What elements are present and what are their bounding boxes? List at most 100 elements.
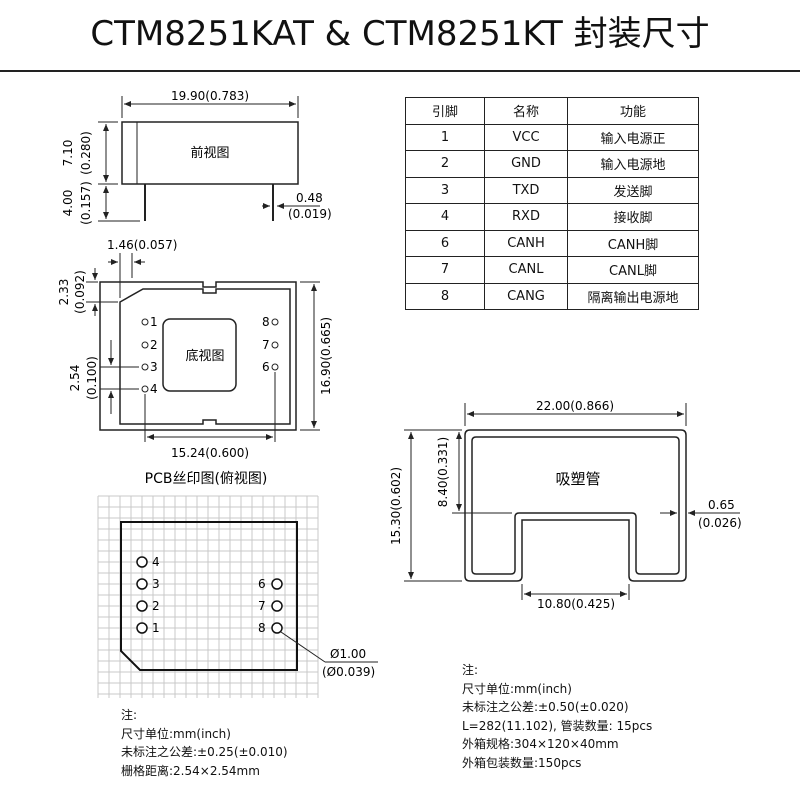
bottom-view <box>86 253 320 442</box>
wall-dim-mm: 0.65 <box>708 498 735 512</box>
bottom-pin-label-6: 6 <box>262 360 270 374</box>
header-function: 功能 <box>567 97 699 125</box>
pcb-view-label: PCB丝印图(俯视图) <box>145 471 268 487</box>
tube-dimensions <box>404 403 740 600</box>
note-line: 未标注之公差:±0.50(±0.020) <box>462 700 629 714</box>
bottom-pin-label-8: 8 <box>262 315 270 329</box>
pin-dia-mm: 0.48 <box>296 191 323 205</box>
header-pin: 引脚 <box>405 97 485 125</box>
pin-function: 隔离输出电源地 <box>567 282 699 310</box>
pin-function: 输入电源地 <box>567 150 699 178</box>
bottom-pin-1 <box>141 318 149 326</box>
note-line: 尺寸单位:mm(inch) <box>462 681 572 696</box>
table-row: 8 CANG 隔离输出电源地 <box>405 282 699 310</box>
pcb-pin-8 <box>271 622 283 634</box>
bottom-span-dim: 15.24(0.600) <box>171 446 249 460</box>
front-view <box>98 96 320 222</box>
slot-dim: 10.80(0.425) <box>537 597 615 611</box>
pcb-pin-3 <box>136 578 148 590</box>
table-row: 7 CANL CANL脚 <box>405 256 699 284</box>
pin-name: CANH <box>484 229 568 257</box>
pin-name: TXD <box>484 176 568 204</box>
note-line: 栅格距离:2.54×2.54mm <box>121 763 260 778</box>
note-line: 尺寸单位:mm(inch) <box>121 726 231 741</box>
table-row: 6 CANH CANH脚 <box>405 229 699 257</box>
front-view-body <box>121 121 299 185</box>
bottom-view-label: 底视图 <box>185 348 224 364</box>
pin-function: CANL脚 <box>567 256 699 284</box>
pitch-dim-mm: 2.54 <box>68 365 82 392</box>
notes-left: 注: 尺寸单位:mm(inch) 未标注之公差:±0.25(±0.010) 栅格… <box>121 706 288 780</box>
pcb-pin-label-4: 4 <box>152 555 160 569</box>
note-line: 注: <box>462 663 479 677</box>
pin-number: 1 <box>405 123 485 151</box>
bottom-pin-7 <box>271 341 279 349</box>
note-line: 注: <box>121 708 138 722</box>
tube-section <box>464 429 687 582</box>
pcb-pin-label-3: 3 <box>152 577 160 591</box>
note-line: 外箱规格:304×120×40mm <box>462 737 619 751</box>
front-height-dim-mm: 7.10 <box>61 140 75 167</box>
page-title: CTM8251KAT & CTM8251KT 封装尺寸 <box>90 14 710 54</box>
pin-table: 引脚 名称 功能 1 VCC 输入电源正 2 GND 输入电源地 3 TXD 发… <box>405 97 699 310</box>
bottom-view-inner <box>119 288 291 425</box>
pin-name: GND <box>484 150 568 178</box>
table-row: 4 RXD 接收脚 <box>405 203 699 231</box>
pcb-pin-6 <box>271 578 283 590</box>
bottom-height-dim: 16.90(0.665) <box>319 317 333 395</box>
pin-name: RXD <box>484 203 568 231</box>
front-pinlen-dim-in: (0.157) <box>79 181 93 225</box>
pcb-pin-label-2: 2 <box>152 599 160 613</box>
pitch-dim-in: (0.100) <box>85 356 99 400</box>
front-height-dim-in: (0.280) <box>79 131 93 175</box>
hole-dia-in: (Ø0.039) <box>322 665 375 679</box>
pin-function: 输入电源正 <box>567 123 699 151</box>
wall-dim-in: (0.026) <box>698 516 742 530</box>
bottom-pin-label-4: 4 <box>150 382 158 396</box>
pin-name: VCC <box>484 123 568 151</box>
hole-leader <box>280 631 326 663</box>
bottom-pin-label-2: 2 <box>150 338 158 352</box>
header-name: 名称 <box>484 97 568 125</box>
front-view-label: 前视图 <box>190 145 229 161</box>
pcb-pin-7 <box>271 600 283 612</box>
note-line: L=282(11.102), 管装数量: 15pcs <box>462 718 653 733</box>
bottom-pin-label-1: 1 <box>150 315 158 329</box>
bottom-view-outline <box>99 281 297 431</box>
table-row: 2 GND 输入电源地 <box>405 150 699 178</box>
bottom-pin-label-3: 3 <box>150 360 158 374</box>
pin-table-header: 引脚 名称 功能 <box>405 97 699 125</box>
pin-number: 7 <box>405 256 485 284</box>
tube-width-dim: 22.00(0.866) <box>536 399 614 413</box>
bottom-pin-3 <box>141 363 149 371</box>
notch-dim-mm: 2.33 <box>57 279 71 306</box>
pcb-pin-4 <box>136 556 148 568</box>
notch-dim-in: (0.092) <box>73 270 87 314</box>
pcb-view <box>120 521 378 671</box>
notes-right: 注: 尺寸单位:mm(inch) 未标注之公差:±0.50(±0.020) L=… <box>462 661 652 772</box>
table-row: 1 VCC 输入电源正 <box>405 123 699 151</box>
bottom-pin-4 <box>141 385 149 393</box>
tube-height-dim: 15.30(0.602) <box>389 467 403 545</box>
pcb-outline <box>120 521 298 671</box>
bottom-pin-8 <box>271 318 279 326</box>
pin-number: 4 <box>405 203 485 231</box>
bottom-pin-6 <box>271 363 279 371</box>
pin-dia-in: (0.019) <box>288 207 332 221</box>
pin-function: CANH脚 <box>567 229 699 257</box>
tube-outer <box>464 429 687 582</box>
title-divider <box>0 70 800 72</box>
pin-number: 2 <box>405 150 485 178</box>
pcb-pin-1 <box>136 622 148 634</box>
bottom-pin-label-7: 7 <box>262 338 270 352</box>
pin-function: 发送脚 <box>567 176 699 204</box>
pin-name: CANG <box>484 282 568 310</box>
note-line: 外箱包装数量:150pcs <box>462 755 582 770</box>
front-width-dim: 19.90(0.783) <box>171 89 249 103</box>
hole-dia-mm: Ø1.00 <box>330 647 366 661</box>
bottom-view-window <box>162 318 237 392</box>
tube-label: 吸塑管 <box>555 470 600 488</box>
pcb-pin-label-7: 7 <box>258 599 266 613</box>
pcb-pin-label-6: 6 <box>258 577 266 591</box>
